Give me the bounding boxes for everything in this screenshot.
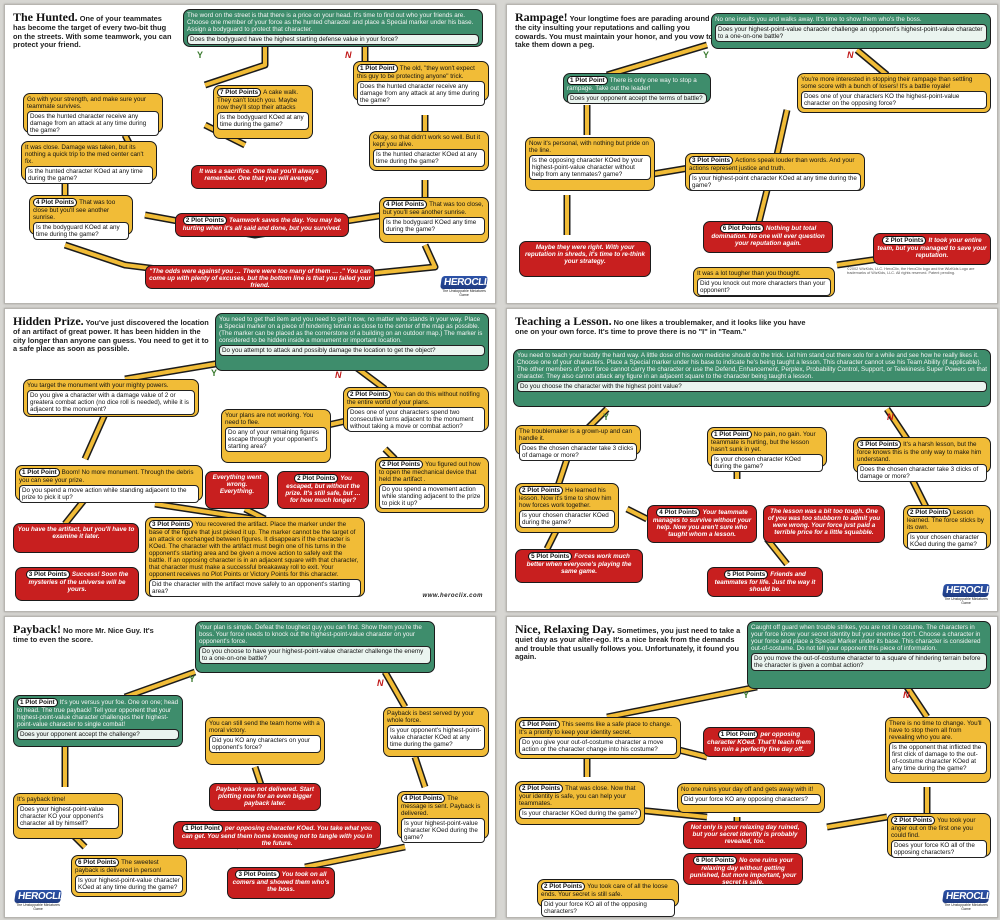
outcome-box: You have the artifact, but you'll have t… — [13, 523, 139, 553]
step-box: Now it's personal, with nothing but prid… — [525, 137, 655, 191]
start-box: Your plan is simple. Defeat the toughest… — [195, 621, 435, 673]
start-box: No one insults you and walks away. It's … — [711, 13, 991, 49]
step-box: Payback is best served by your whole for… — [383, 707, 489, 757]
card-nice-relaxing-day: Nice, Relaxing Day. Sometimes, you just … — [506, 616, 998, 918]
step-box: You target the monument with your mighty… — [23, 379, 199, 417]
outcome-box: The lesson was a bit too tough. One of y… — [763, 505, 885, 543]
no-marker: N — [345, 50, 352, 60]
step-box: Okay, so that didn't work so well. But i… — [369, 131, 489, 171]
no-marker: N — [377, 678, 384, 688]
yes-marker: Y — [189, 674, 196, 684]
no-marker: N — [903, 690, 910, 700]
card-teaching-a-lesson: Teaching a Lesson. No one likes a troubl… — [506, 308, 998, 612]
card-the-hunted: The Hunted. One of your teammates has be… — [4, 4, 496, 304]
no-marker: N — [887, 412, 894, 422]
outcome-box: Everything went wrong. Everything. — [205, 471, 269, 509]
yes-marker: Y — [743, 690, 750, 700]
step-box: It was a lot tougher than you thought.Di… — [693, 267, 835, 297]
step-box: The troublemaker is a grown-up and can h… — [515, 425, 641, 462]
step-box: It was close. Damage was taken, but its … — [21, 141, 157, 185]
step-box: It's payback time!Does your highest-poin… — [13, 793, 123, 839]
card-intro: The Hunted. One of your teammates has be… — [13, 10, 172, 49]
start-box: The word on the street is that there is … — [183, 9, 483, 47]
copyright: ©2002 WizKids, LLC. HeroClix, the HeroCl… — [847, 266, 975, 275]
outcome-box: Payback was not delivered. Start plottin… — [209, 783, 321, 811]
step-box: Your plans are not working. You need to … — [221, 409, 331, 463]
card-intro: Teaching a Lesson. No one likes a troubl… — [515, 314, 806, 337]
no-marker: N — [847, 50, 854, 60]
outcome-box: It was a sacrifice. One that you'll alwa… — [191, 165, 327, 189]
step-box: You can still send the team home with a … — [205, 717, 325, 765]
card-intro: Hidden Prize. You've just discovered the… — [13, 314, 209, 353]
card-intro: Rampage! Your longtime foes are parading… — [515, 10, 714, 49]
step-box: No one ruins your day off and gets away … — [677, 783, 825, 813]
card-intro: Payback! No more Mr. Nice Guy. It's time… — [13, 622, 154, 645]
step-box: There is no time to change. You'll have … — [885, 717, 991, 783]
card-rampage: Rampage! Your longtime foes are parading… — [506, 4, 998, 304]
card-title: The Hunted. — [13, 10, 78, 24]
card-payback: Payback! No more Mr. Nice Guy. It's time… — [4, 616, 496, 918]
yes-marker: Y — [703, 50, 710, 60]
outcome-box: "The odds were against you … There were … — [145, 265, 375, 289]
start-box: Caught off guard when trouble strikes, y… — [747, 621, 991, 689]
start-box: You need to get that item and you need t… — [215, 313, 489, 371]
no-marker: N — [335, 370, 342, 380]
outcome-box: Not only is your relaxing day ruined, bu… — [683, 821, 807, 849]
yes-marker: Y — [603, 412, 610, 422]
card-intro: Nice, Relaxing Day. Sometimes, you just … — [515, 622, 741, 661]
flow-arrows — [563, 41, 908, 269]
card-hidden-prize: Hidden Prize. You've just discovered the… — [4, 308, 496, 612]
step-box: Go with your strength, and make sure you… — [23, 93, 163, 137]
yes-marker: Y — [197, 50, 204, 60]
website-url: www.heroclix.com — [422, 593, 483, 599]
step-box: You're more interested in stopping their… — [797, 73, 991, 113]
yes-marker: Y — [211, 368, 218, 378]
outcome-box: Maybe they were right. With your reputat… — [519, 241, 651, 277]
start-box: You need to teach your buddy the hard wa… — [513, 349, 991, 407]
